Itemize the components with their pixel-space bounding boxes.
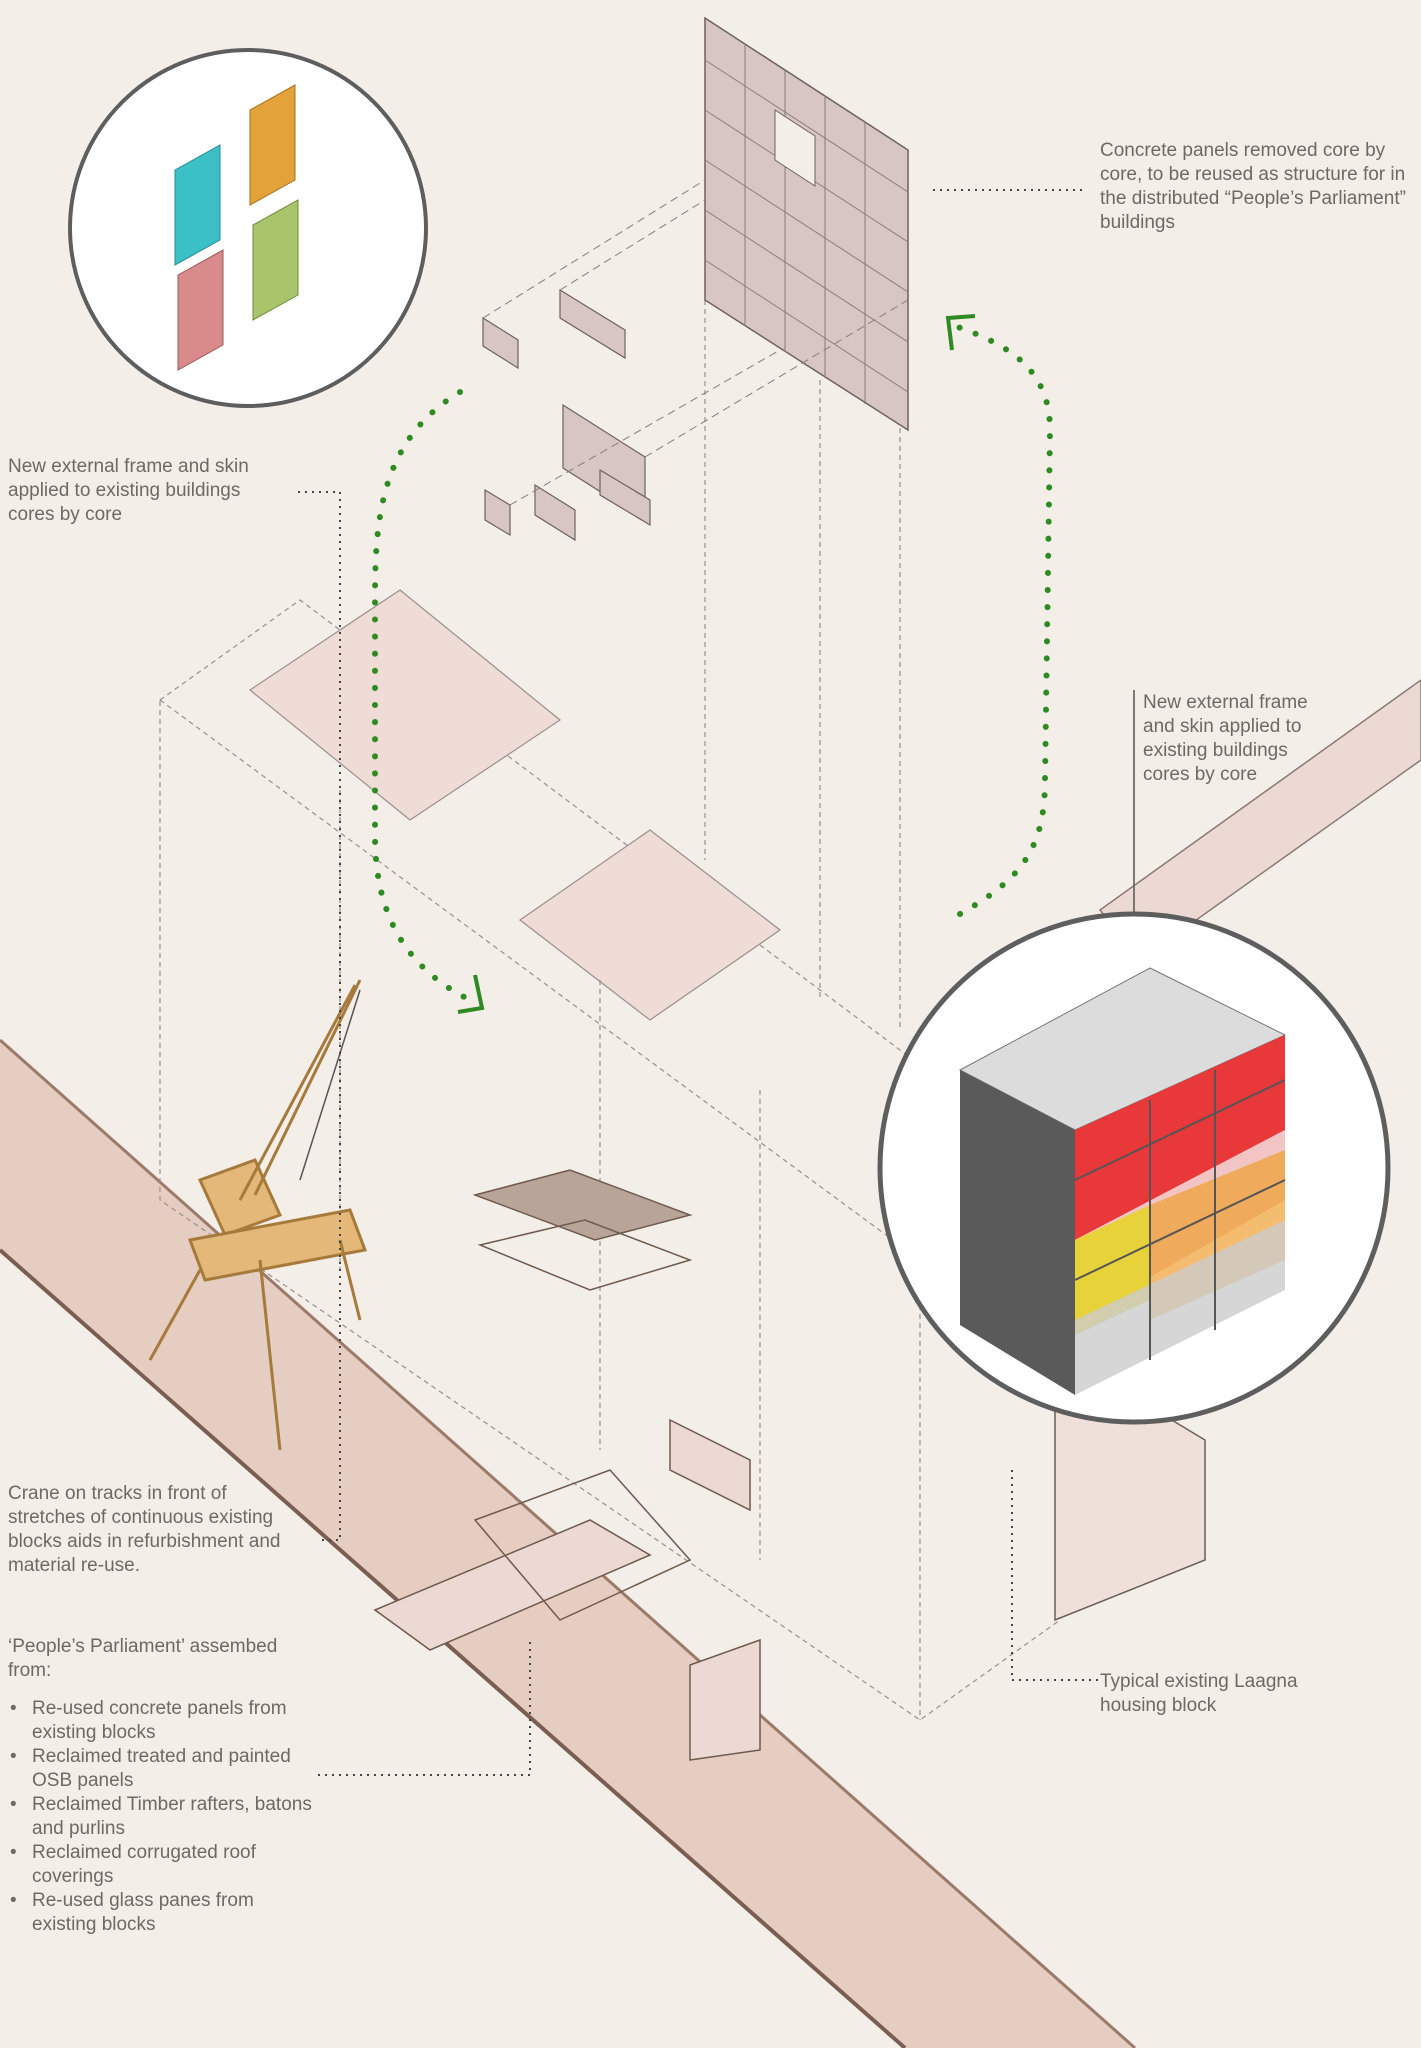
crane — [148, 979, 368, 1451]
arrowhead-icon — [457, 974, 485, 1014]
peoples-parliament-assembly — [373, 1169, 761, 1761]
annotation-parliament: ‘People’s Parliament’ assembed from: Re-… — [8, 1635, 318, 1937]
annotation-text: Concrete panels removed core by core, to… — [1100, 140, 1406, 233]
annotation-text: Crane on tracks in front of stretches of… — [8, 1483, 281, 1576]
annotation-frame-right: New external frame and skin applied to e… — [1143, 691, 1318, 787]
list-item: Reclaimed treated and painted OSB panels — [8, 1745, 318, 1793]
list-item: Reclaimed Timber rafters, batons and pur… — [8, 1793, 318, 1841]
green-arrow-right — [952, 323, 1054, 917]
arrowhead-icon — [945, 314, 976, 351]
annotation-frame-left: New external frame and skin applied to e… — [8, 455, 278, 527]
parliament-heading: ‘People’s Parliament’ assembed from: — [8, 1636, 278, 1681]
annotation-text: New external frame and skin applied to e… — [8, 456, 249, 525]
annotation-text: New external frame and skin applied to e… — [1143, 692, 1308, 785]
green-arrow-left — [372, 389, 473, 1003]
projection-lines — [482, 179, 909, 506]
frame-detail-inset — [877, 911, 1391, 1425]
parliament-materials-list: Re-used concrete panels from existing bl… — [8, 1697, 318, 1937]
annotation-typical-block: Typical existing Laagna housing block — [1100, 1670, 1330, 1718]
skin-variants-inset — [68, 48, 428, 408]
list-item: Re-used glass panes from existing blocks — [8, 1889, 318, 1937]
list-item: Reclaimed corrugated roof coverings — [8, 1841, 318, 1889]
leader-lines — [298, 189, 1098, 1776]
track-line — [0, 1248, 907, 2048]
annotation-panels-removed: Concrete panels removed core by core, to… — [1100, 139, 1410, 235]
floating-panels — [482, 288, 651, 542]
concrete-panel-grid — [704, 16, 909, 432]
list-item: Re-used concrete panels from existing bl… — [8, 1697, 318, 1745]
annotation-text: Typical existing Laagna housing block — [1100, 1671, 1298, 1716]
annotation-crane: Crane on tracks in front of stretches of… — [8, 1482, 308, 1578]
